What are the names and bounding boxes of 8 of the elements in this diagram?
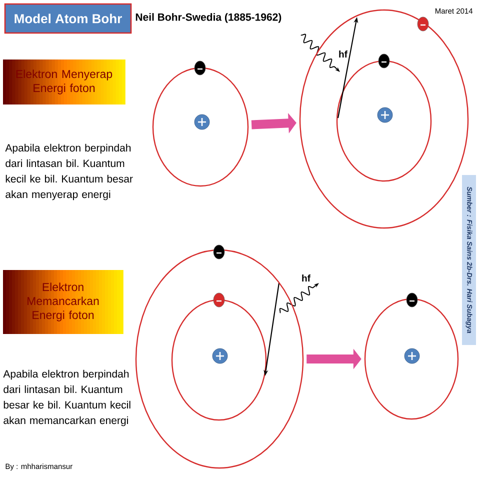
title-box: Model Atom Bohr xyxy=(4,3,132,34)
photon-label: hf xyxy=(339,50,348,58)
description-text: Apabila elektron berpindah dari lintasan bil. Kuantum kecil ke bil. Kuantum besar akan menyerap energi xyxy=(5,144,133,200)
atom-orbit xyxy=(135,249,304,469)
atom-orbit xyxy=(364,298,459,420)
subtitle-text: Neil Bohr-Swedia (1885-1962) xyxy=(136,13,282,23)
photon-label: hf xyxy=(302,274,310,282)
atom-orbit xyxy=(152,67,249,187)
